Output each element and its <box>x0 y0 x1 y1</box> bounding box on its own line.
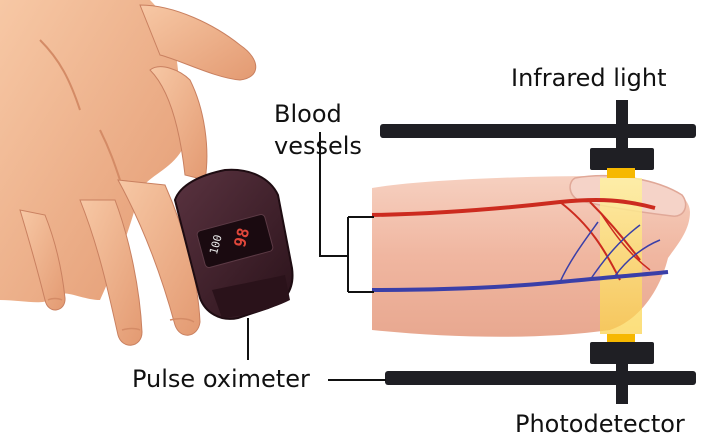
pulse-oximeter-label: Pulse oximeter <box>132 365 310 393</box>
finger-cross-section <box>372 176 690 337</box>
blood-vessels-label-line1: Blood <box>274 100 342 128</box>
photodetector-label: Photodetector <box>515 410 685 438</box>
clamp-bar-bottom <box>385 371 696 385</box>
clamp-bar-top <box>380 124 696 138</box>
infrared-light-label: Infrared light <box>511 64 666 92</box>
blood-vessels-label-line2: vessels <box>274 132 362 160</box>
infrared-emitter <box>590 100 654 178</box>
photodetector-sensor <box>590 334 654 404</box>
